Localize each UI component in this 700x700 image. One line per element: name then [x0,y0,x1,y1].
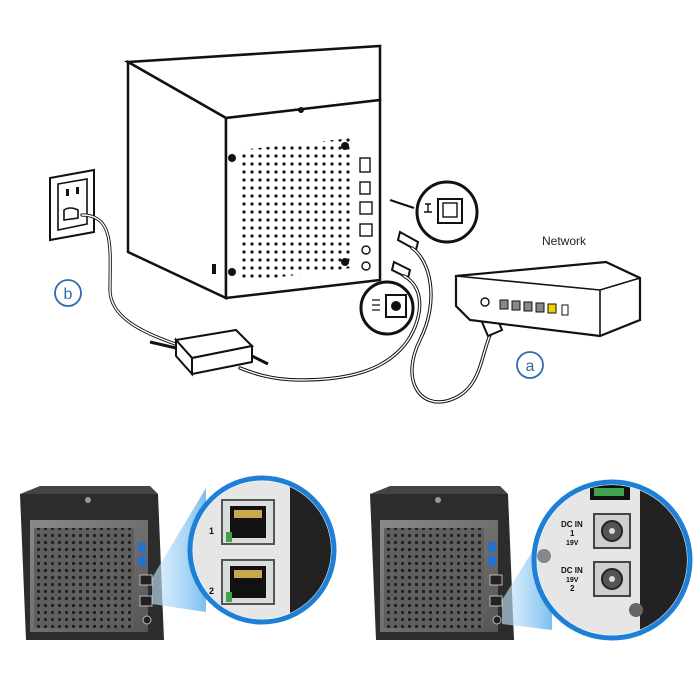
power-outlet-icon [49,168,95,242]
power-adapter-icon [149,328,269,377]
port-2-number: 2 [209,586,214,596]
router-icon [454,260,642,338]
callout-b: b [54,279,82,307]
callout-a: a [516,351,544,379]
port-1-number: 1 [209,526,214,536]
nas-ethernet-view: 1 2 [20,475,337,640]
nas-device-icon [123,44,382,300]
dc-in-1-label: DC IN [561,520,583,529]
ethernet-port-icon [389,180,479,244]
dc-cable [238,260,422,382]
callout-a-label: a [526,358,535,375]
dc-in-2-voltage: 19V [566,577,579,584]
dc-in-1-voltage: 19V [566,540,579,547]
dc-in-2-number: 2 [570,584,575,593]
dc-in-2-label: DC IN [561,566,583,575]
dc-jack-icon [359,280,415,336]
callout-b-label: b [64,286,73,303]
nas-dc-in-view: DC IN 1 19V DC IN 19V 2 [370,479,693,641]
power-cord [80,213,180,347]
network-label: Network [542,234,587,248]
dc-in-1-number: 1 [570,529,575,538]
